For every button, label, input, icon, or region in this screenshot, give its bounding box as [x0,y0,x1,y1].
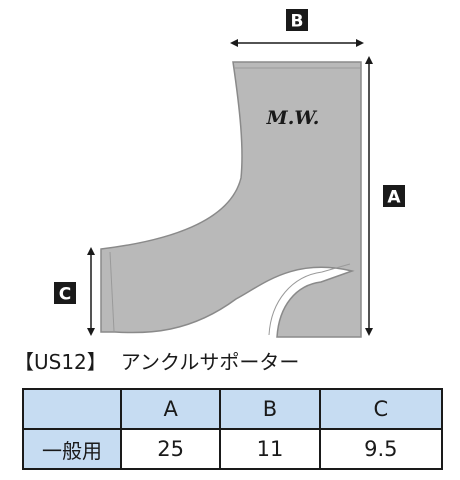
row-label: 一般用 [22,428,122,470]
size-tag: 【US12】 [14,350,107,374]
column-header-a: A [119,388,222,430]
cell-a-value: 25 [119,428,222,470]
label-b-text: B [291,12,304,32]
product-title: 【US12】アンクルサポーター [14,346,299,375]
ankle-sleeve-shape [100,61,362,338]
column-header-c: C [318,388,444,430]
product-name: アンクルサポーター [120,350,300,374]
table-row: 一般用 25 11 9.5 [22,428,444,470]
sleeve-heel-seam [268,263,351,336]
ankle-support-diagram: M.W. B A C [54,9,405,338]
label-a-text: A [387,188,401,208]
label-c: C [54,282,76,305]
table-corner-cell [22,388,122,430]
label-c-text: C [59,285,71,305]
label-b: B [286,9,308,32]
cell-c-value: 9.5 [318,428,444,470]
table-header-row: A B C [22,388,444,430]
sleeve-toe-seam [109,251,115,332]
column-header-b: B [219,388,321,430]
cell-b-value: 11 [219,428,321,470]
size-table: A B C 一般用 25 11 9.5 [22,388,444,470]
label-a: A [383,185,405,208]
brand-logo: M.W. [266,107,320,129]
